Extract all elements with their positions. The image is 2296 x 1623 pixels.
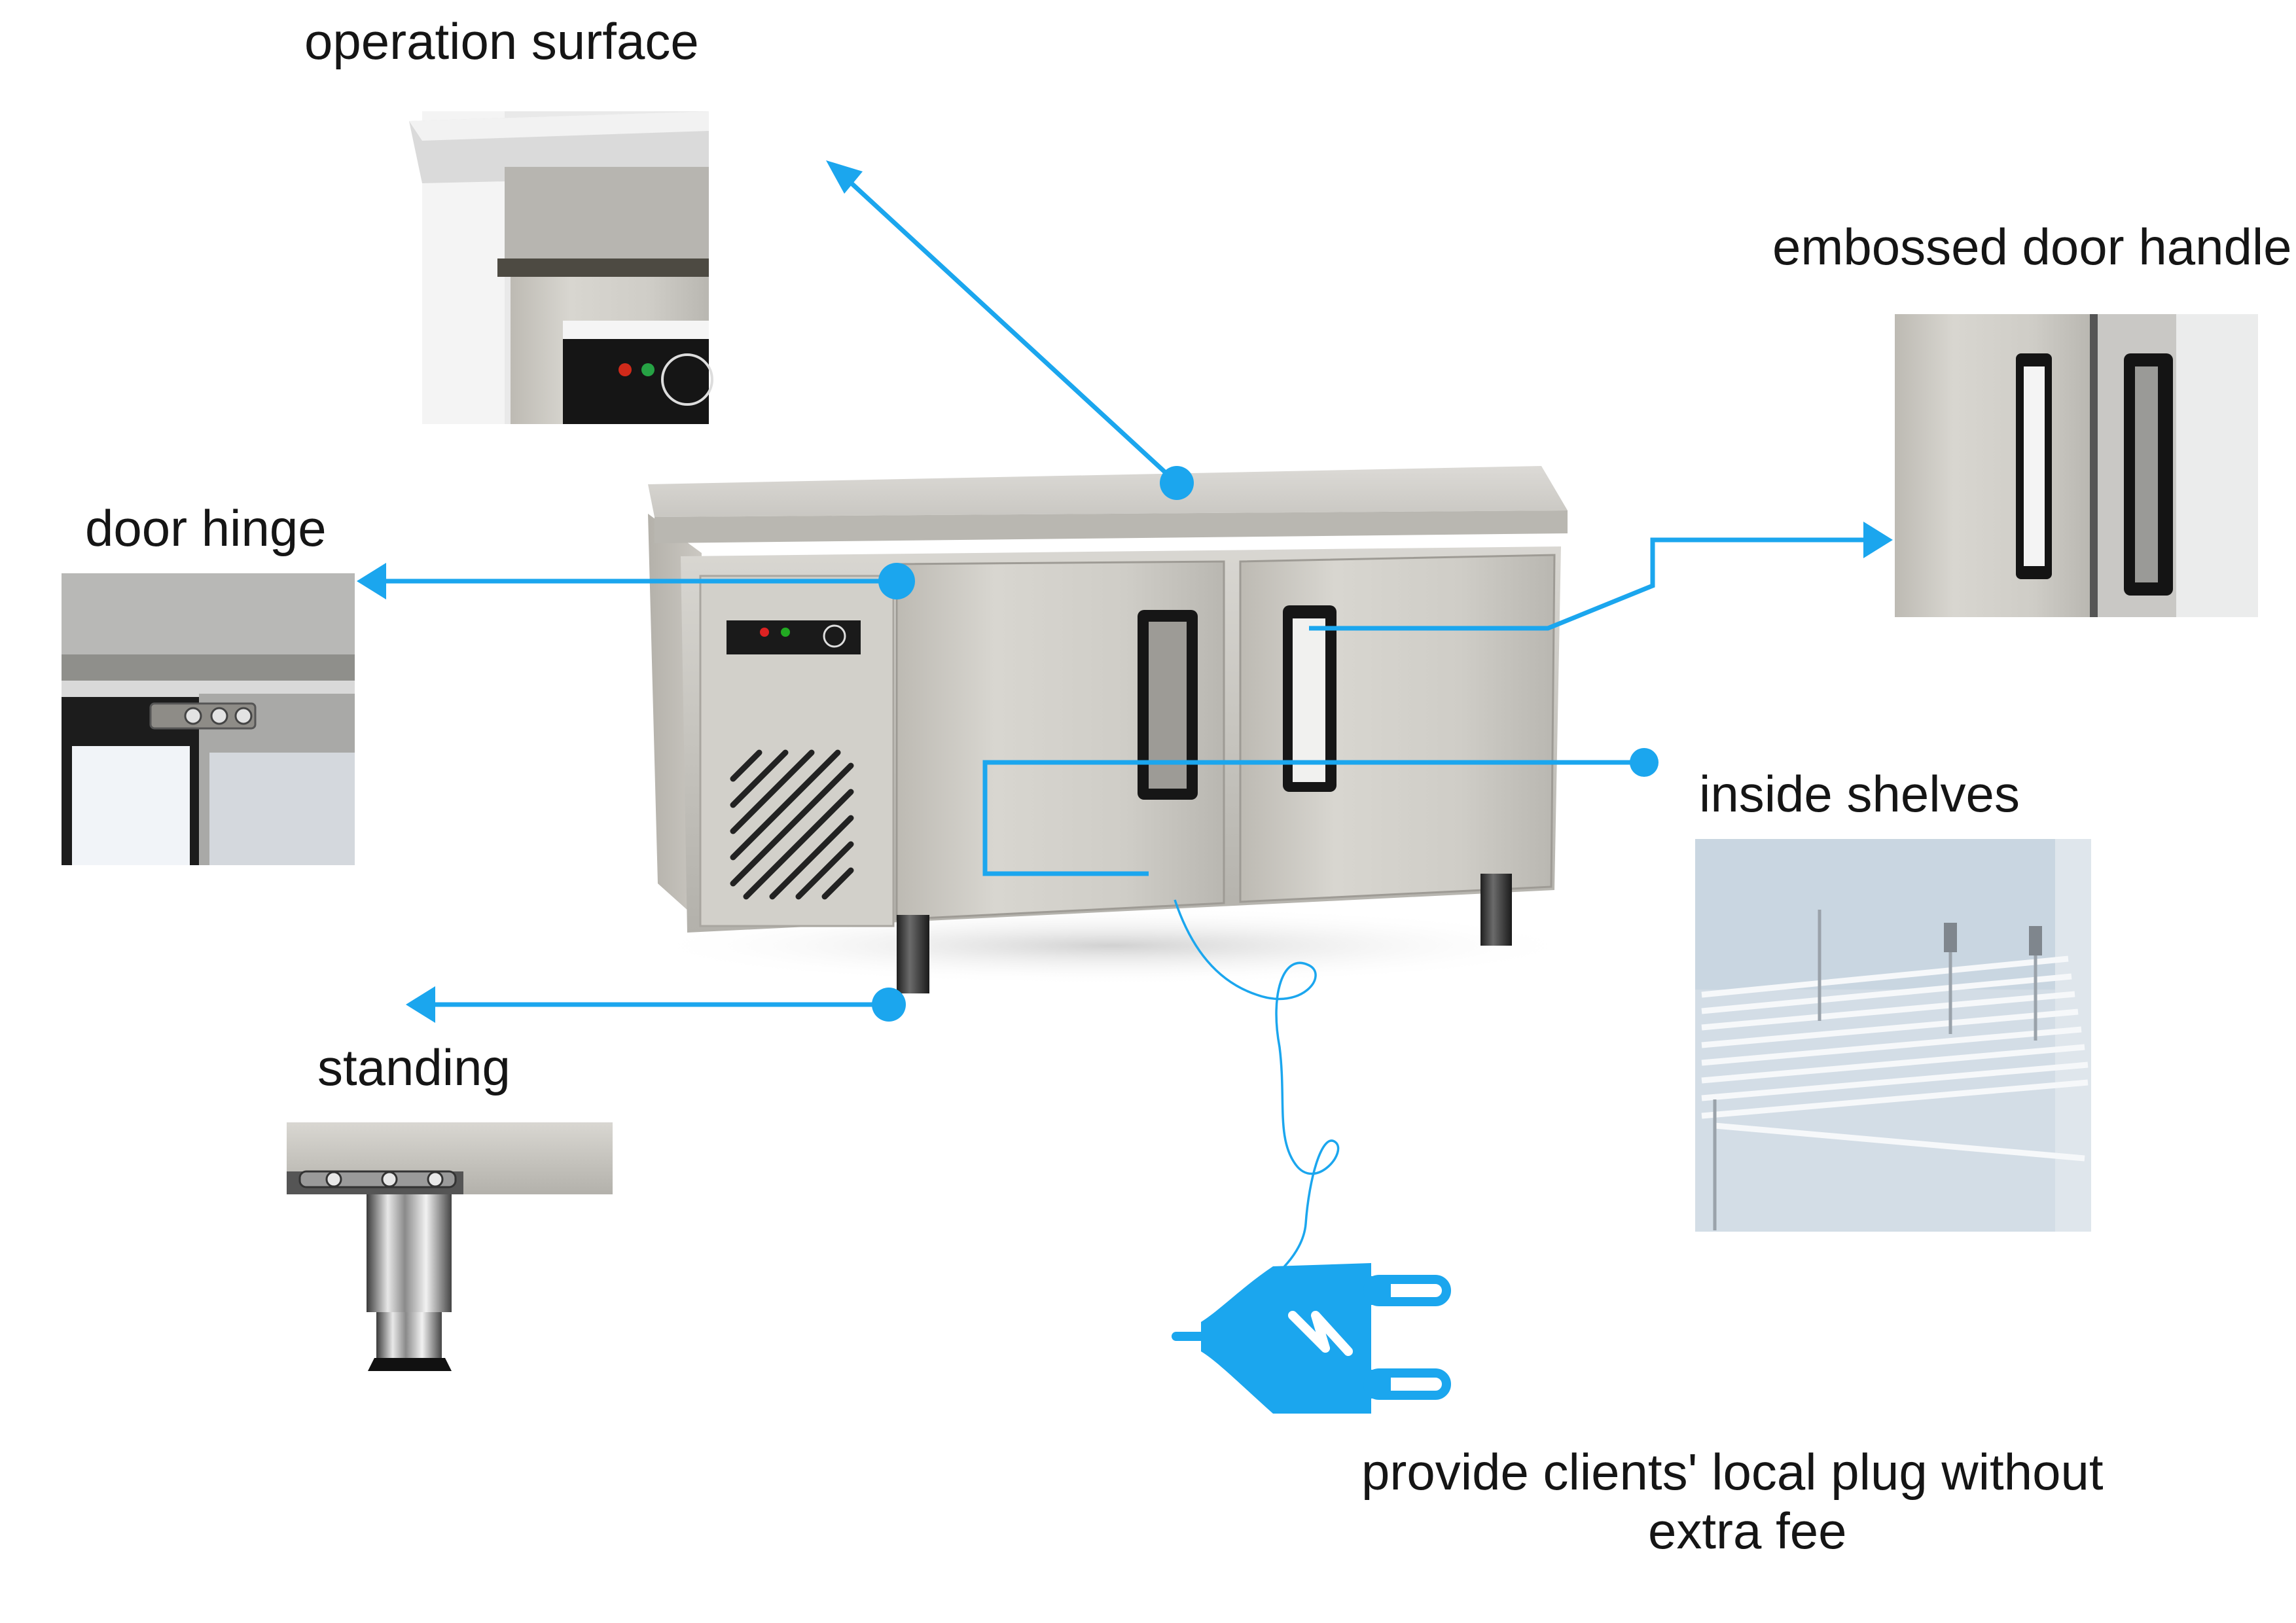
counter-refrigerator — [641, 466, 1584, 993]
callout-line-operation-surface — [842, 175, 1179, 485]
anchor-dots — [872, 466, 1659, 1022]
arrow-head-standing — [406, 986, 435, 1023]
photo-inside-shelves — [1695, 839, 2091, 1232]
vent-grille — [730, 749, 854, 900]
lightning-icon — [1288, 1311, 1353, 1356]
photo-embossed-door-handle — [1895, 314, 2258, 617]
dot-inside-shelves — [1630, 748, 1659, 777]
photo-door-hinge — [62, 573, 355, 865]
arrow-heads — [357, 160, 1893, 1023]
label-embossed-door-handle: embossed door handle — [1772, 218, 2292, 276]
callout-line-door-handle — [1309, 537, 1865, 631]
arrow-head-operation-surface — [826, 160, 863, 194]
power-cord — [1174, 899, 1340, 1317]
label-plug-line1: provide clients' local plug without — [1361, 1443, 2104, 1501]
photo-operation-surface — [409, 111, 713, 424]
label-standing: standing — [317, 1039, 511, 1096]
arrow-head-door-hinge — [357, 563, 386, 599]
photo-standing-leg — [287, 1122, 613, 1371]
arrow-head-door-handle — [1863, 522, 1893, 558]
label-operation-surface: operation surface — [304, 12, 699, 70]
dot-door-hinge — [878, 563, 915, 599]
label-inside-shelves: inside shelves — [1699, 765, 2020, 823]
label-door-hinge: door hinge — [85, 499, 327, 557]
label-plug-line2: extra fee — [1648, 1502, 1847, 1560]
dot-operation-surface — [1160, 466, 1194, 500]
callout-line-inside-shelves — [982, 760, 1643, 876]
callout-lines — [383, 175, 1865, 1007]
electric-plug-icon — [1172, 1263, 1451, 1414]
dot-standing — [872, 988, 906, 1022]
